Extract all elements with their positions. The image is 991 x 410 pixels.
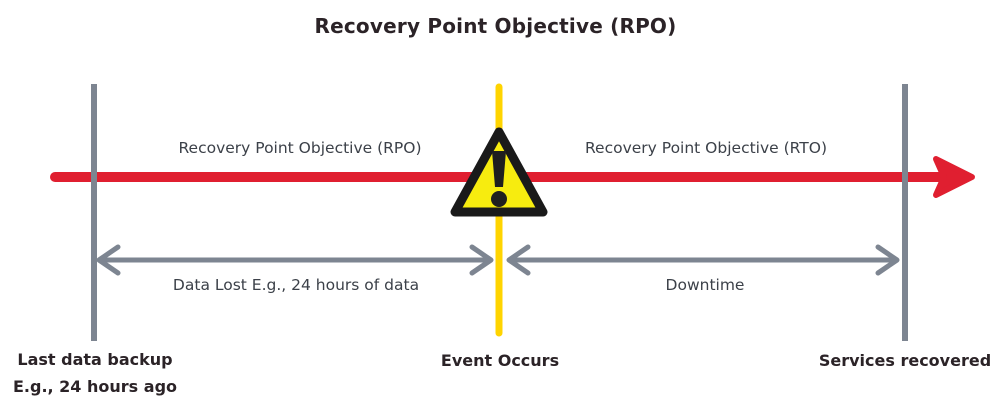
timeline-arrowhead-icon	[933, 156, 975, 198]
backup-label: Last data backup E.g., 24 hours ago	[13, 346, 177, 400]
recovered-label: Services recovered	[818, 351, 991, 370]
page-title: Recovery Point Objective (RPO)	[314, 14, 677, 38]
warning-triangle-icon	[450, 127, 548, 217]
backup-label-line2: E.g., 24 hours ago	[12, 377, 178, 396]
backup-label-line1: Last data backup	[17, 350, 173, 369]
event-label: Event Occurs	[440, 351, 560, 370]
data-lost-label: Data Lost E.g., 24 hours of data	[172, 276, 420, 294]
rto-label: Recovery Point Objective (RTO)	[584, 139, 828, 157]
downtime-arrow	[506, 244, 900, 276]
downtime-label: Downtime	[665, 276, 745, 294]
rpo-label: Recovery Point Objective (RPO)	[178, 139, 422, 157]
data-lost-arrow	[96, 244, 494, 276]
